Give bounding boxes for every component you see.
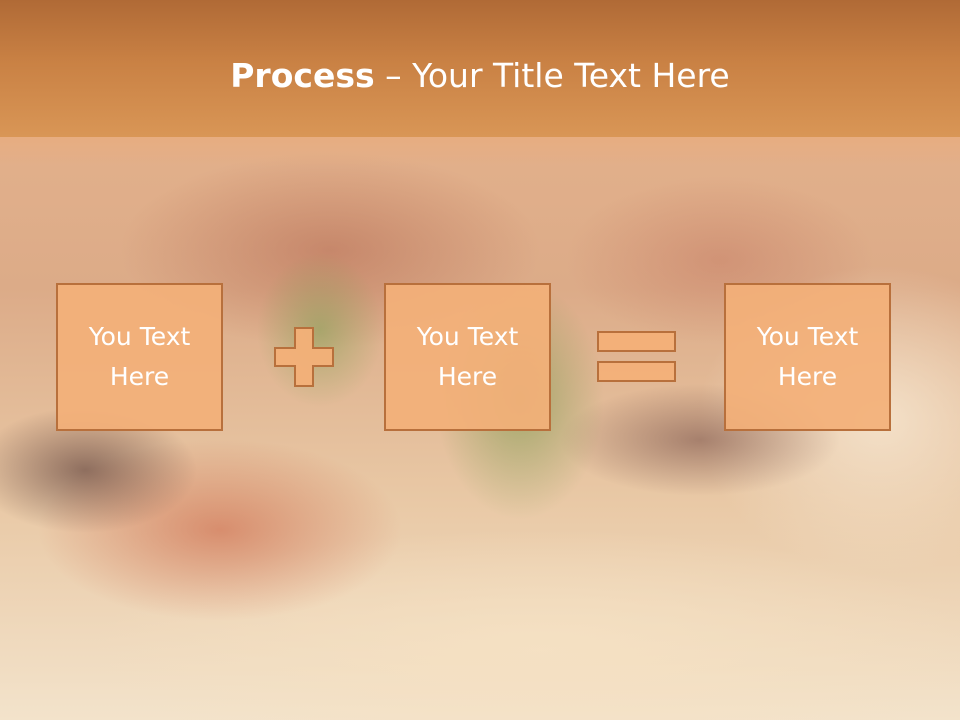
slide-title: Process – Your Title Text Here — [0, 54, 960, 98]
process-step-box-3: You Text Here — [724, 283, 891, 431]
process-step-box-1: You Text Here — [56, 283, 223, 431]
title-bold: Process — [230, 56, 375, 95]
process-step-label-2: You Text Here — [416, 322, 519, 391]
process-step-box-2: You Text Here — [384, 283, 551, 431]
equals-icon — [597, 331, 676, 382]
title-bar — [0, 0, 960, 137]
plus-icon — [274, 327, 334, 387]
title-rest: – Your Title Text Here — [374, 56, 730, 95]
title-bar-shadow — [0, 137, 960, 167]
process-step-label-1: You Text Here — [88, 322, 191, 391]
process-step-label-3: You Text Here — [756, 322, 859, 391]
